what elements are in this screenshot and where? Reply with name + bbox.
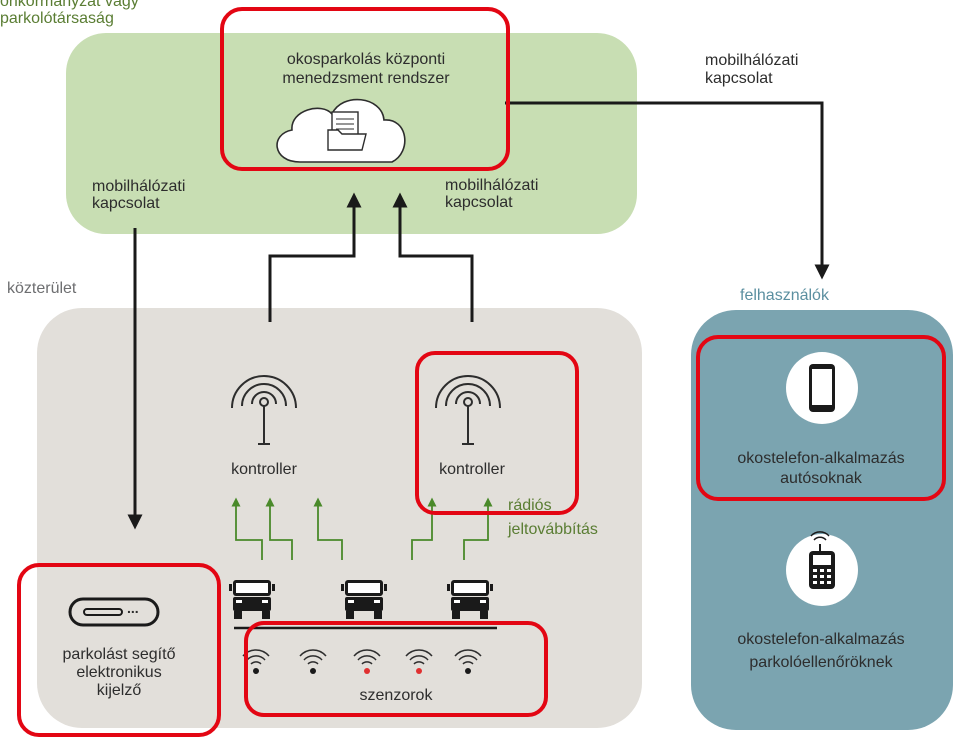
wifi-sensor-icon (299, 649, 327, 674)
truck-icon (229, 580, 275, 619)
org-label-line2: parkolótársaság (0, 10, 114, 27)
display-label-line3: kijelző (96, 682, 142, 699)
antenna-icon (435, 375, 501, 445)
antenna-icon (231, 375, 297, 445)
radio-label-line2: jeltovábbítás (508, 521, 598, 538)
public-area-label: közterület (7, 280, 77, 297)
left-connection-line1: mobilhálózati (92, 178, 186, 195)
smartphone-icon (786, 352, 858, 424)
wifi-sensor-icon (353, 649, 381, 674)
highlight-sensors (244, 621, 548, 717)
arrow-controller2-to-central (392, 192, 474, 322)
truck-icon (447, 580, 493, 619)
arrow-central-to-users (505, 101, 830, 280)
driver-app-line1: okostelefon-alkalmazás (737, 450, 905, 467)
right-connection-line1: mobilhálózati (705, 52, 799, 69)
handheld-terminal-icon (786, 531, 858, 606)
highlight-controller (415, 351, 579, 515)
radio-arrows (231, 497, 493, 560)
inspector-app-line2: parkolóellenőröknek (749, 654, 893, 671)
highlight-display (17, 563, 221, 737)
inspector-app-line1: okostelefon-alkalmazás (737, 631, 905, 648)
wifi-sensor-icon (405, 649, 433, 674)
radio-label-line1: rádiós (508, 497, 552, 514)
highlight-central (220, 7, 510, 171)
display-device-icon (68, 597, 160, 627)
display-label-line2: elektronikus (76, 664, 162, 681)
middle-connection-line2: kapcsolat (445, 194, 513, 211)
controller-label-1: kontroller (231, 461, 297, 478)
wifi-sensor-icon (454, 649, 482, 674)
org-label-line1: önkormányzat vagy (0, 0, 139, 10)
display-icon-text: ... (127, 600, 139, 616)
display-label-line1: parkolást segítő (62, 646, 176, 663)
cloud-folder-icon (276, 98, 406, 163)
right-connection-line2: kapcsolat (705, 70, 773, 87)
highlight-boxes (17, 7, 946, 737)
central-title-line2: menedzsment rendszer (282, 70, 450, 87)
truck-icon (341, 580, 387, 619)
sensors-label: szenzorok (359, 687, 433, 704)
central-title-line1: okosparkolás központi (286, 51, 446, 68)
controller-label-2: kontroller (439, 461, 505, 478)
users-label: felhasználók (740, 287, 829, 304)
middle-connection-line1: mobilhálózati (445, 177, 539, 194)
left-connection-line2: kapcsolat (92, 195, 160, 212)
driver-app-line2: autósoknak (780, 470, 862, 487)
highlight-driver-app (696, 335, 946, 501)
users-zone (691, 310, 953, 730)
arrow-controller1-to-central (268, 192, 362, 322)
